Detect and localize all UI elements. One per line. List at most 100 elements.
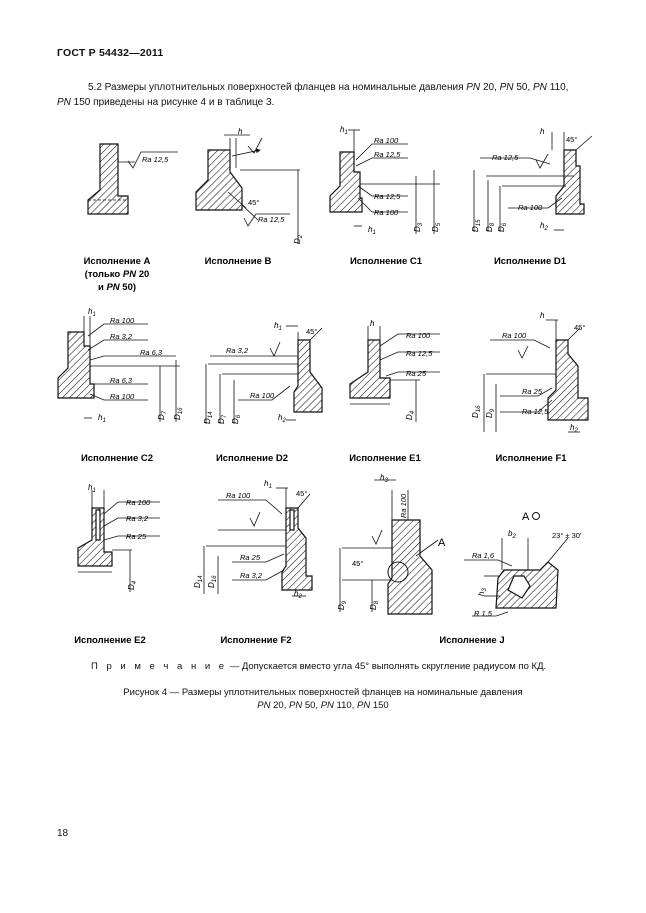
variant-f2-d14: D14 <box>193 575 204 588</box>
page-header: ГОСТ Р 54432—2011 <box>57 47 164 59</box>
caption-variant-f2: Исполнение F2 <box>220 635 291 646</box>
variant-f1-drawing <box>483 319 589 433</box>
variant-b-drawing <box>195 134 300 244</box>
caption-variant-c2: Исполнение C2 <box>81 453 153 464</box>
variant-c1-ra2: Ra 12,5 <box>374 150 401 159</box>
variant-d2-h2: h2 <box>278 413 286 424</box>
variant-a-drawing <box>87 143 178 215</box>
variant-e2-ra3: Ra 25 <box>126 532 147 541</box>
variant-b-45: 45° <box>248 198 259 207</box>
detail-a-title: A <box>522 511 530 523</box>
page-number: 18 <box>57 828 69 839</box>
variant-c2-ra5: Ra 100 <box>110 392 135 401</box>
variant-e1-ra1: Ra 100 <box>406 331 431 340</box>
variant-c1-drawing <box>329 129 440 234</box>
variant-e1-drawing <box>349 326 440 422</box>
variant-d1-ra2: Ra 100 <box>518 203 543 212</box>
variant-c1-ra4: Ra 100 <box>374 208 399 217</box>
variant-c1-ra1: Ra 100 <box>374 136 399 145</box>
caption-variant-j: Исполнение J <box>439 635 504 646</box>
variant-c1-ra3: Ra 12,5 <box>374 192 401 201</box>
variant-f1-h2: h2 <box>570 423 578 434</box>
variant-f1-d9: D9 <box>485 408 496 418</box>
caption-variant-d1: Исполнение D1 <box>494 256 567 267</box>
variant-d2-d14: D14 <box>203 411 214 424</box>
caption-variant-e2: Исполнение E2 <box>74 635 146 646</box>
variant-j-a: A <box>438 537 446 549</box>
caption-variant-f1: Исполнение F1 <box>495 453 567 464</box>
variant-d2-drawing <box>205 325 323 424</box>
variant-d1-45: 45° <box>566 135 577 144</box>
variant-j-drawing <box>339 479 569 617</box>
variant-f2-45: 45° <box>296 489 307 498</box>
caption-variant-e1: Исполнение E1 <box>349 453 421 464</box>
variant-d1-d6: D6 <box>497 222 508 232</box>
caption-variant-d2: Исполнение D2 <box>216 453 288 464</box>
variant-d2-d17: D7 <box>217 414 228 424</box>
variant-d1-ra1: Ra 12,5 <box>492 153 519 162</box>
variant-f2-h2: h2 <box>294 589 302 600</box>
figure-caption: Рисунок 4 — Размеры уплотнительных повер… <box>123 687 523 711</box>
variant-c1-d3: D3 <box>413 222 424 232</box>
variant-c2-ra3: Ra 6,3 <box>140 348 163 357</box>
variant-e1-d4: D4 <box>405 410 416 420</box>
caption-variant-c1: Исполнение C1 <box>350 256 423 267</box>
figure-4-drawings: Ra 12,5 h 45° Ra 12,5 D2 h1 Ra 100 Ra 12… <box>57 125 593 646</box>
variant-b-h: h <box>238 127 243 136</box>
variant-d2-d6: D6 <box>231 414 242 424</box>
variant-f2-drawing <box>203 487 313 597</box>
variant-d2-45: 45° <box>306 327 317 336</box>
figure-note: П р и м е ч а н и е — Допускается вместо… <box>91 661 547 672</box>
caption-variant-b: Исполнение B <box>205 256 272 267</box>
variant-d2-ra2: Ra 100 <box>250 391 275 400</box>
variant-f2-h1: h1 <box>264 479 272 490</box>
variant-c2-d7: D7 <box>157 410 168 420</box>
variant-d1-h2: h2 <box>540 221 548 232</box>
variant-f1-d16: D16 <box>471 405 482 418</box>
variant-d2-ra1: Ra 3,2 <box>226 346 249 355</box>
variant-e2-drawing <box>77 490 160 592</box>
variant-e2-h1: h1 <box>88 483 96 494</box>
variant-j-ra: Ra 100 <box>399 493 408 518</box>
variant-j-h3: h3 <box>380 473 388 484</box>
variant-d1-d8: D8 <box>485 222 496 232</box>
variant-c2-ra1: Ra 100 <box>110 316 135 325</box>
variant-j-d8: D8 <box>369 600 380 610</box>
detail-a-angle: 23° ± 30' <box>552 531 582 540</box>
variant-f1-ra3: Ra 12,5 <box>522 407 549 416</box>
variant-j-45: 45° <box>352 559 363 568</box>
variant-d1-h: h <box>540 127 545 136</box>
variant-f2-ra1: Ra 100 <box>226 491 251 500</box>
variant-f1-ra2: Ra 25 <box>522 387 543 396</box>
detail-a-ra: Ra 1,6 <box>472 551 495 560</box>
variant-e2-ra1: Ra 100 <box>126 498 151 507</box>
variant-d2-h1: h1 <box>274 321 282 332</box>
variant-f1-ra1: Ra 100 <box>502 331 527 340</box>
variant-e1-h: h <box>370 319 375 328</box>
variant-e2-ra2: Ra 3,2 <box>126 514 149 523</box>
variant-c2-ra2: Ra 3,2 <box>110 332 133 341</box>
variant-c2-h1b: h1 <box>98 413 106 424</box>
variant-d1-drawing <box>473 132 593 232</box>
detail-a-h3: h3 <box>477 588 488 596</box>
detail-a-r: R 1,5 <box>474 609 493 618</box>
intro-paragraph: 5.2 Размеры уплотнительных поверхностей … <box>57 82 569 108</box>
variant-a-ra: Ra 12,5 <box>142 155 169 164</box>
variant-c2-drawing <box>57 316 180 422</box>
variant-f1-45: 45° <box>574 323 585 332</box>
detail-a-b2: b2 <box>508 529 516 540</box>
variant-b-d: D2 <box>293 234 304 244</box>
variant-c2-d16: D16 <box>173 407 184 420</box>
variant-b-ra: Ra 12,5 <box>258 215 285 224</box>
variant-f2-ra3: Ra 3,2 <box>240 571 263 580</box>
variant-f2-ra2: Ra 25 <box>240 553 261 562</box>
variant-e1-ra3: Ra 25 <box>406 369 427 378</box>
variant-e1-ra2: Ra 12,5 <box>406 349 433 358</box>
caption-variant-a-l1: Исполнение A <box>84 256 151 267</box>
variant-f2-d16: D16 <box>207 575 218 588</box>
variant-e2-d4: D4 <box>127 580 138 590</box>
caption-variant-a-l3: и PN 50) <box>98 282 136 293</box>
variant-j-d9: D9 <box>337 600 348 610</box>
variant-c2-ra4: Ra 6,3 <box>110 376 133 385</box>
variant-c1-h1: h1 <box>340 125 348 136</box>
